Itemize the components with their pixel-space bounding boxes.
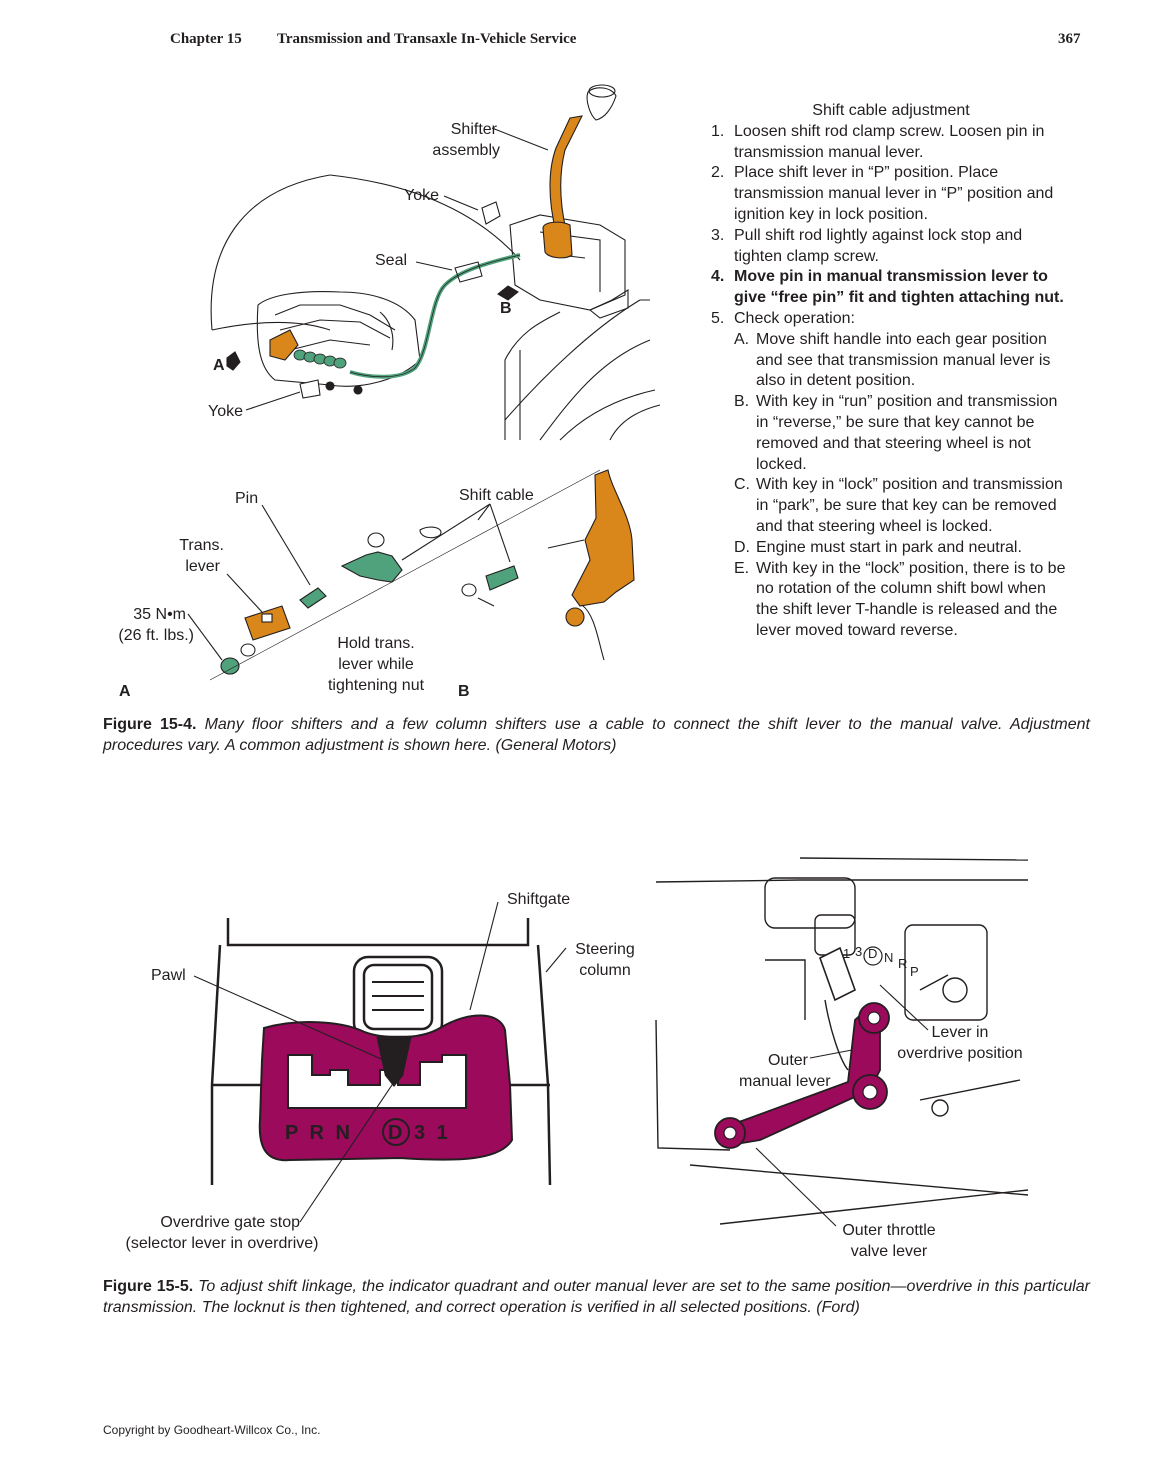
substep-letter: A. <box>734 330 750 348</box>
page-number: 367 <box>1058 31 1081 47</box>
label-yoke-bottom: Yoke <box>208 403 243 420</box>
procedure-substep: D. Engine must start in park and neutral. <box>711 538 1071 559</box>
label-lever-in: Lever in <box>931 1024 989 1041</box>
step-number: 1. <box>711 122 725 140</box>
step-text: Loosen shift rod clamp screw. Loosen pin… <box>734 122 1045 161</box>
figure-15-5-caption: Figure 15-5. To adjust shift linkage, th… <box>103 1276 1090 1318</box>
label-yoke-top: Yoke <box>404 187 439 204</box>
label-trans: Trans. <box>179 537 224 554</box>
label-hold-2: lever while <box>338 656 414 673</box>
substep-letter: D. <box>734 538 750 556</box>
label-pawl: Pawl <box>151 967 186 984</box>
gear-label-31: 3 1 <box>414 1122 451 1144</box>
label-shift-cable: Shift cable <box>459 487 534 504</box>
label-steering: Steering <box>575 941 635 958</box>
label-view-b: B <box>458 683 470 700</box>
step-text: Place shift lever in “P” position. Place… <box>734 164 1054 223</box>
quadrant-1: 1 <box>843 946 851 961</box>
figure-15-4-illustration <box>187 84 661 681</box>
caption-text: Many floor shifters and a few column shi… <box>103 716 1090 754</box>
label-shifter: Shifter <box>450 121 497 138</box>
label-torque-imperial: (26 ft. lbs.) <box>118 627 194 644</box>
substep-text: With key in “lock” position and transmis… <box>756 476 1063 535</box>
step-text: Pull shift rod lightly against lock stop… <box>734 226 1023 265</box>
label-pin: Pin <box>235 490 259 507</box>
label-manual-lever: manual lever <box>739 1073 831 1090</box>
step-number: 5. <box>711 309 725 327</box>
label-overdrive-position: overdrive position <box>897 1045 1023 1062</box>
quadrant-r: R <box>898 956 908 971</box>
label-view-a: A <box>119 683 131 700</box>
label-column: column <box>579 962 631 979</box>
label-hold-3: tightening nut <box>327 677 425 694</box>
quadrant-n: N <box>884 950 894 965</box>
procedure-substep: B. With key in “run” position and transmi… <box>711 392 1071 475</box>
step-number: 3. <box>711 226 725 244</box>
chapter-title: Transmission and Transaxle In-Vehicle Se… <box>277 31 577 47</box>
substep-text: With key in the “lock” position, there i… <box>756 559 1066 639</box>
step-number: 4. <box>711 268 725 286</box>
label-valve-lever: valve lever <box>850 1243 928 1260</box>
label-selector-lever: (selector lever in overdrive) <box>125 1235 319 1252</box>
label-assembly: assembly <box>432 142 500 159</box>
substep-text: Move shift handle into each gear positio… <box>756 330 1051 390</box>
label-outer: Outer <box>767 1052 808 1069</box>
substep-text: Engine must start in park and neutral. <box>756 538 1022 556</box>
procedure-substep: E. With key in the “lock” position, there… <box>711 559 1071 642</box>
label-overdrive-gate-stop: Overdrive gate stop <box>160 1214 300 1231</box>
procedure-substep: C. With key in “lock” position and transm… <box>711 475 1071 537</box>
substep-letter: C. <box>734 476 750 494</box>
label-torque-metric: 35 N•m <box>133 606 186 623</box>
caption-number: Figure 15-4. <box>103 716 197 733</box>
caption-number: Figure 15-5. <box>103 1278 194 1295</box>
label-seal: Seal <box>375 252 408 269</box>
procedure-substep: A. Move shift handle into each gear posit… <box>711 330 1071 392</box>
procedure-step: 3. Pull shift rod lightly against lock st… <box>711 226 1071 268</box>
substep-letter: B. <box>734 393 750 411</box>
procedure-steps: 1. Loosen shift rod clamp screw. Loosen p… <box>711 122 1071 642</box>
caption-text: To adjust shift linkage, the indicator q… <box>103 1278 1091 1316</box>
step-text: Check operation: <box>734 309 855 327</box>
step-text: Move pin in manual transmission lever to… <box>734 268 1064 307</box>
quadrant-p: P <box>910 964 919 979</box>
label-hold-1: Hold trans. <box>337 635 415 652</box>
chapter-label: Chapter 15 <box>170 31 242 47</box>
gear-label-prn: P R N <box>285 1122 353 1144</box>
shift-cable-procedure: Shift cable adjustment 1. Loosen shift ro… <box>711 101 1071 642</box>
procedure-step: 5. Check operation: <box>711 309 1071 330</box>
procedure-heading: Shift cable adjustment <box>812 102 970 119</box>
figure-15-5-illustration <box>193 857 1029 1227</box>
substep-text: With key in “run” position and transmiss… <box>756 393 1058 473</box>
substep-letter: E. <box>734 559 750 577</box>
procedure-step: 1. Loosen shift rod clamp screw. Loosen p… <box>711 122 1071 164</box>
copyright-notice: Copyright by Goodheart-Willcox Co., Inc. <box>103 1423 321 1437</box>
quadrant-3: 3 <box>855 944 863 959</box>
label-view-b-marker: B <box>500 300 512 317</box>
step-number: 2. <box>711 164 725 182</box>
procedure-step: 2. Place shift lever in “P” position. Pla… <box>711 163 1071 225</box>
label-lever: lever <box>185 558 220 575</box>
gear-label-d: D <box>388 1122 403 1144</box>
label-outer-throttle: Outer throttle <box>842 1222 936 1239</box>
label-shiftgate: Shiftgate <box>507 891 571 908</box>
procedure-step-emphasized: 4. Move pin in manual transmission lever … <box>711 267 1071 309</box>
quadrant-d: D <box>868 946 878 961</box>
label-view-a-marker: A <box>213 357 225 374</box>
figure-15-4-caption: Figure 15-4. Many floor shifters and a f… <box>103 714 1090 756</box>
